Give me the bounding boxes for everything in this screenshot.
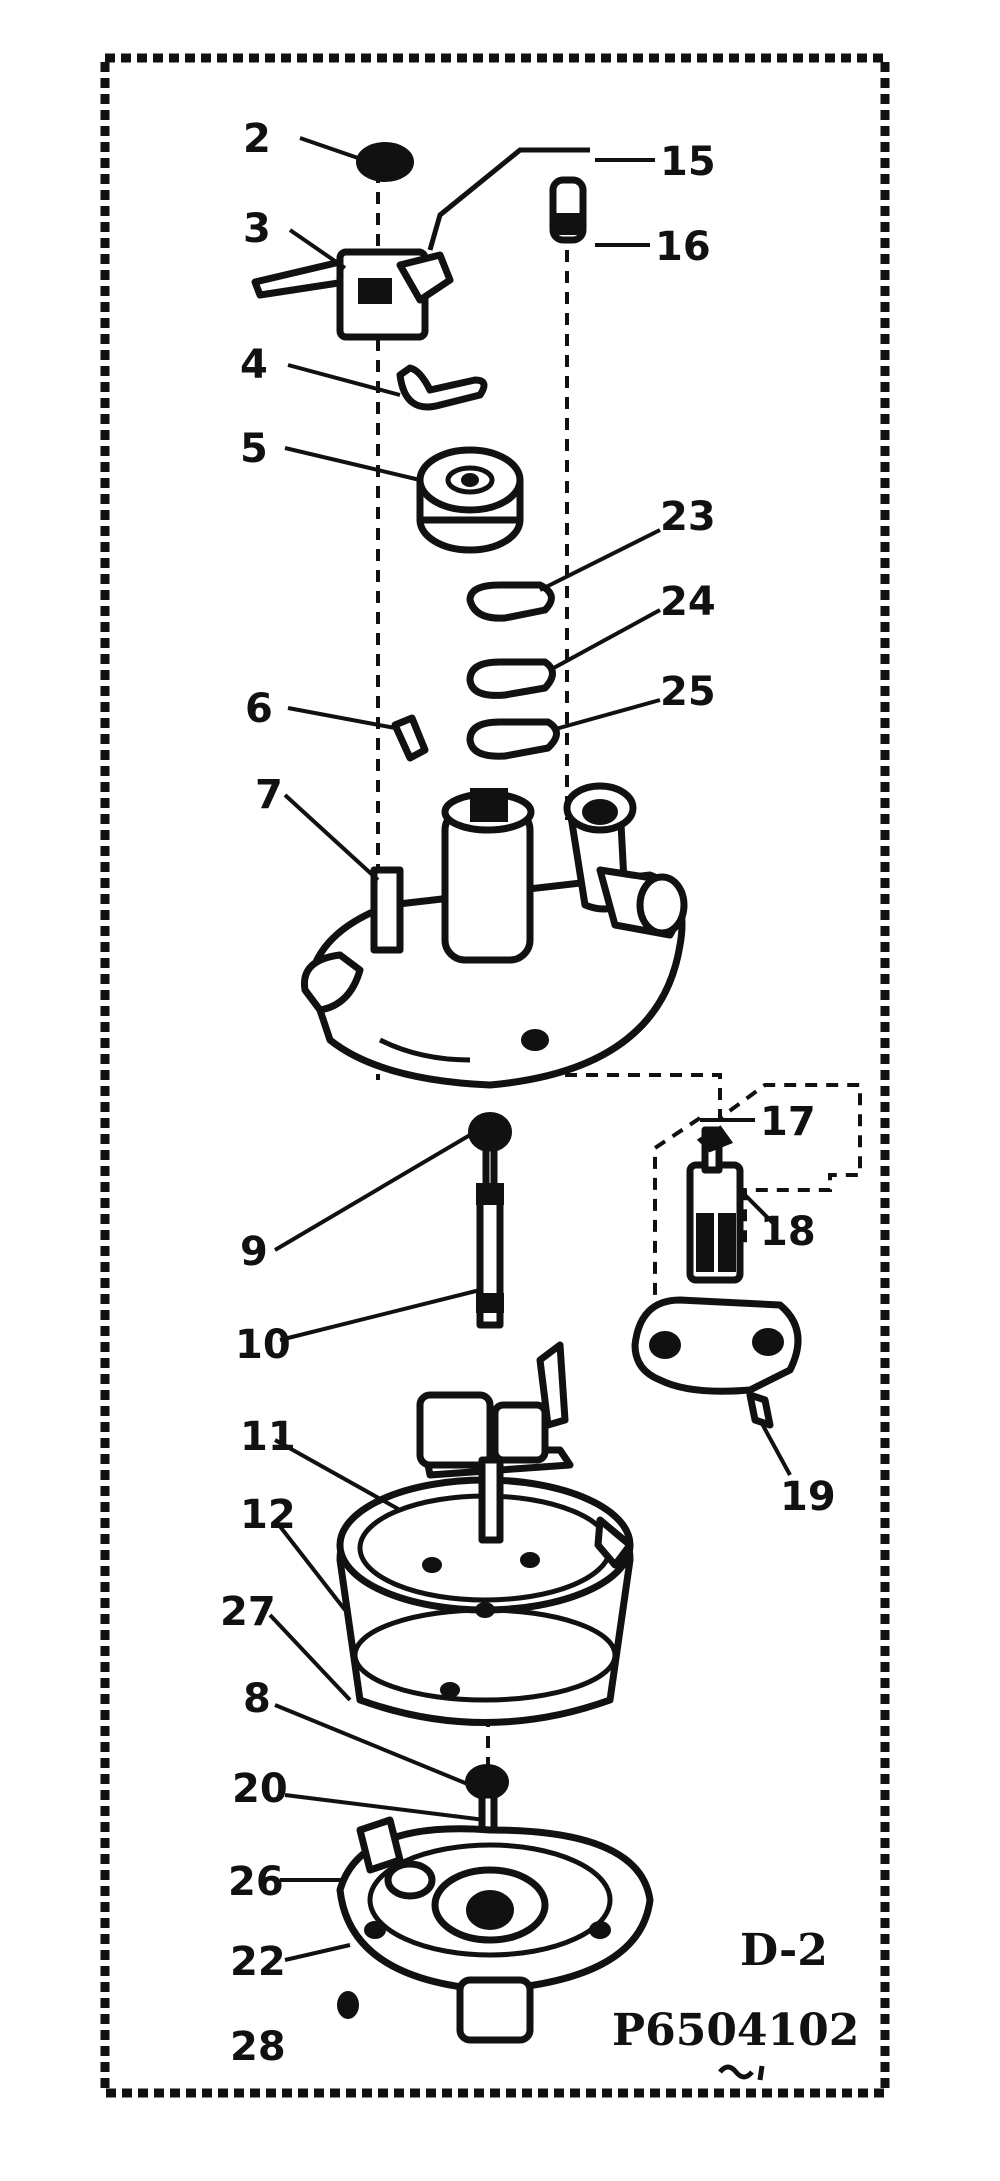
part-16-pin xyxy=(549,176,587,244)
part-7-housing xyxy=(300,782,688,1089)
label-28: 28 xyxy=(230,2024,286,2070)
label-23: 23 xyxy=(660,494,716,540)
diagram-part-number: P6504102 xyxy=(612,2005,859,2056)
label-12: 12 xyxy=(240,1492,296,1538)
part-25-ring xyxy=(466,718,560,760)
part-6-pin xyxy=(391,714,429,762)
label-2: 2 xyxy=(243,116,271,162)
part-28-screw xyxy=(337,1991,359,2019)
leader-lines xyxy=(268,136,792,1962)
part-26-base-plate xyxy=(336,1816,654,2044)
diagram-border xyxy=(100,53,890,2098)
label-15: 15 xyxy=(660,139,716,185)
label-22: 22 xyxy=(230,1939,286,1985)
part-18-switch xyxy=(686,1126,744,1284)
part-5-pulley xyxy=(416,446,524,554)
label-20: 20 xyxy=(232,1766,288,1812)
label-11: 11 xyxy=(240,1414,296,1460)
label-5: 5 xyxy=(240,426,268,472)
label-9: 9 xyxy=(240,1229,268,1275)
part-17-tab xyxy=(696,1125,734,1153)
part-24-ring xyxy=(466,658,556,699)
part-10-shaft xyxy=(476,1144,504,1329)
figure-code: D-2 xyxy=(740,1925,828,1976)
diagram-mark xyxy=(718,2064,765,2081)
part-15-spring-wire xyxy=(427,147,590,251)
part-11-gear-housing xyxy=(336,1341,634,1726)
label-24: 24 xyxy=(660,579,716,625)
label-10: 10 xyxy=(235,1322,291,1368)
label-6: 6 xyxy=(245,686,273,732)
label-8: 8 xyxy=(243,1676,271,1722)
label-4: 4 xyxy=(240,342,268,388)
part-3-bracket xyxy=(251,248,454,341)
label-18: 18 xyxy=(760,1209,816,1255)
label-26: 26 xyxy=(228,1859,284,1905)
part-19-switch-base xyxy=(631,1296,802,1429)
detail-callout-box-2 xyxy=(653,1116,702,1300)
part-2-cap xyxy=(356,142,414,182)
part-23-ring xyxy=(466,581,555,622)
label-7: 7 xyxy=(255,772,283,818)
label-27: 27 xyxy=(220,1589,276,1635)
detail-callout-box xyxy=(565,1073,862,1245)
label-3: 3 xyxy=(243,206,271,252)
label-25: 25 xyxy=(660,669,716,715)
label-17: 17 xyxy=(760,1099,816,1145)
part-4-clip xyxy=(396,364,488,411)
label-19: 19 xyxy=(780,1474,836,1520)
label-16: 16 xyxy=(655,224,711,270)
